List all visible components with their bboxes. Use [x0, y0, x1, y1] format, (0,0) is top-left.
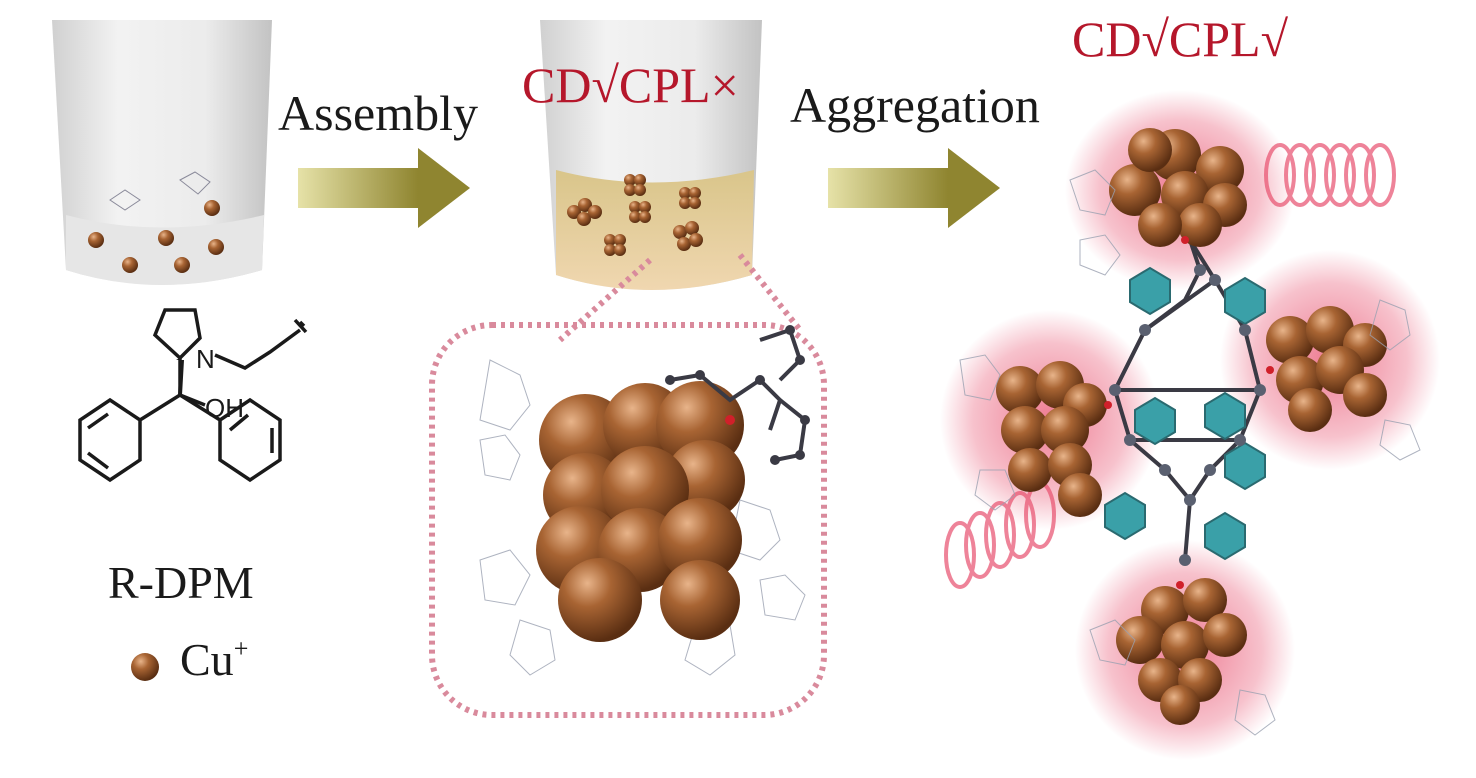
copper-charge: + — [233, 634, 249, 663]
nitrogen-atom-label: N — [196, 344, 215, 374]
beaker-2 — [540, 20, 762, 290]
zoom-callout — [429, 253, 827, 718]
arrow-aggregation — [828, 148, 1000, 228]
copper-ion-label: Cu+ — [180, 636, 248, 683]
aromatic-rings — [1104, 266, 1266, 561]
cd-cpl-inactive-label: CD√CPL× — [522, 57, 739, 113]
hydroxyl-label: OH — [205, 393, 244, 423]
ligand-name-label: R-DPM — [108, 557, 254, 608]
beaker-1 — [52, 20, 272, 285]
cpl-helix-top — [1264, 143, 1396, 207]
arrow-assembly — [298, 148, 470, 228]
cluster-zoom — [479, 325, 810, 676]
copper-symbol: Cu — [180, 634, 234, 685]
ligand-structure — [78, 308, 308, 483]
assembly-label: Assembly — [278, 85, 478, 141]
copper-ion-icon — [131, 653, 159, 681]
aggregate-structure — [940, 90, 1440, 760]
cd-cpl-active-label: CD√CPL√ — [1072, 11, 1289, 67]
aggregation-label: Aggregation — [790, 77, 1040, 133]
wedge-bond — [176, 358, 184, 395]
